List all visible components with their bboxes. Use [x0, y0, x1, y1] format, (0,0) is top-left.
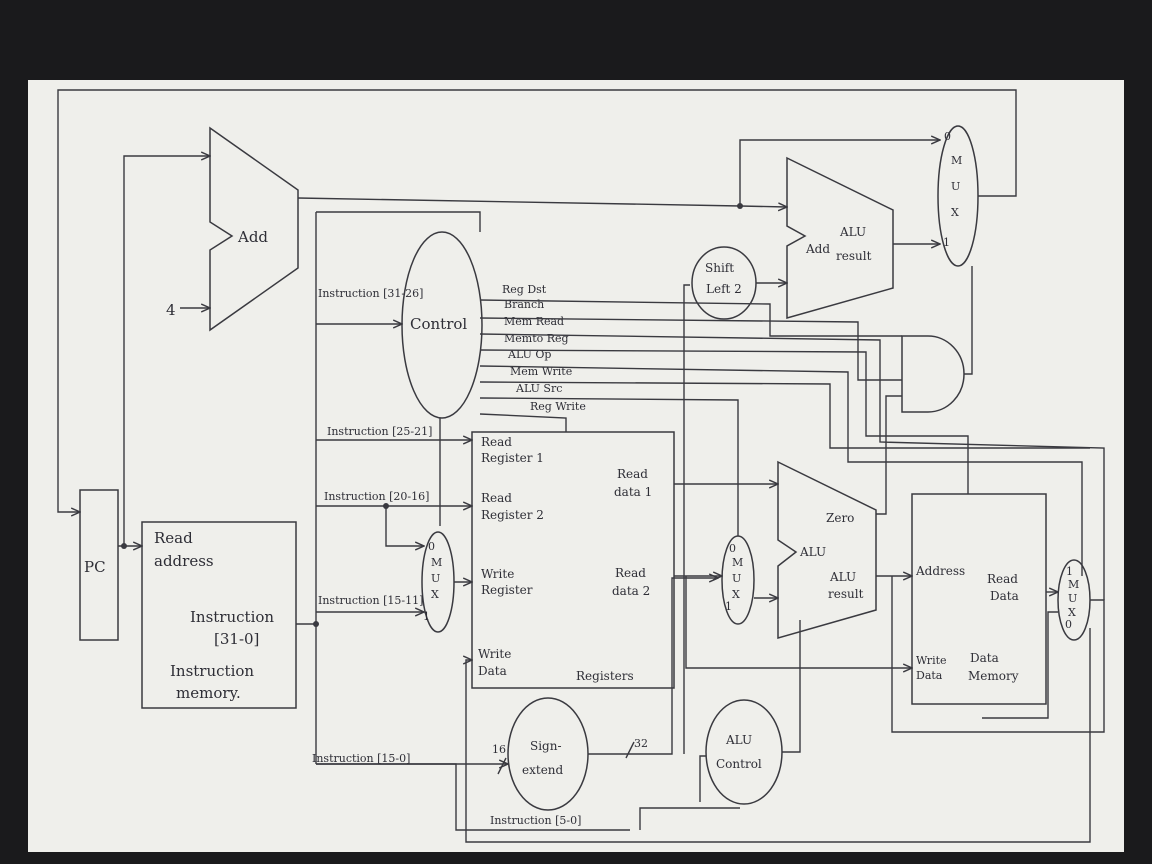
shift-left-label-1: Shift [705, 261, 734, 275]
im-name-1: Instruction [170, 662, 254, 680]
reg-read-register-2-b: Register 2 [481, 508, 544, 522]
label-instr-15-0: Instruction [15-0] [312, 752, 410, 765]
reg-read-register-2-a: Read [481, 491, 512, 505]
alusrc-mux-x: X [732, 588, 740, 601]
dm-name-1: Data [970, 651, 999, 665]
reg-write-data-b: Data [478, 664, 507, 678]
reg-write-register-b: Register [481, 583, 533, 597]
sig-alusrc: ALU Src [515, 382, 562, 395]
wires [58, 90, 1104, 842]
dm-name-2: Memory [968, 669, 1019, 683]
control-label: Control [410, 315, 467, 333]
reg-read-data-1-b: data 1 [614, 485, 652, 499]
sign-extend-label-1: Sign- [530, 739, 562, 753]
label-instr-5-0: Instruction [5-0] [490, 814, 581, 827]
pc-label: PC [84, 558, 106, 576]
label-instr-31-26: Instruction [31-26] [318, 287, 423, 300]
im-address-label: address [154, 552, 214, 570]
main-alu [778, 462, 876, 638]
branch-adder-alu-label: ALU [839, 225, 866, 239]
reg-write-register-a: Write [481, 567, 514, 581]
reg-read-data-2-a: Read [615, 566, 646, 580]
regdst-mux-m: M [431, 556, 442, 569]
sig-memread: Mem Read [504, 315, 564, 328]
registers-label: Registers [576, 669, 634, 683]
sign-extend-in-bits: 16 [492, 743, 506, 756]
dm-write-label-1: Write [916, 654, 947, 667]
reg-read-data-1-a: Read [617, 467, 648, 481]
reg-write-data-a: Write [478, 647, 511, 661]
sign-extend-out-bits: 32 [634, 737, 648, 750]
alusrc-mux-1: 1 [725, 600, 732, 613]
branch-mux-0: 0 [944, 130, 951, 143]
sig-regdst: Reg Dst [502, 283, 547, 296]
sign-extend-label-2: extend [522, 763, 564, 777]
dm-read-label-2: Data [990, 589, 1019, 603]
pc-adder-label: Add [237, 228, 268, 246]
reg-read-register-1-a: Read [481, 435, 512, 449]
main-alu-zero-label: Zero [826, 511, 854, 525]
memtoreg-mux-0: 0 [1065, 618, 1072, 631]
alusrc-mux-u: U [732, 572, 741, 585]
regdst-mux-1: 1 [423, 610, 430, 623]
main-alu-alu-label: ALU [799, 545, 826, 559]
alusrc-mux-0: 0 [729, 542, 736, 555]
im-name-2: memory. [176, 684, 241, 702]
branch-mux-u: U [951, 180, 960, 193]
label-instr-25-21: Instruction [25-21] [327, 425, 432, 438]
reg-read-register-1-b: Register 1 [481, 451, 544, 465]
reg-read-data-2-b: data 2 [612, 584, 650, 598]
label-instr-20-16: Instruction [20-16] [324, 490, 429, 503]
im-read-address-label: Read [154, 529, 193, 547]
memtoreg-mux-m: M [1068, 578, 1079, 591]
alu-control-label-2: Control [716, 757, 762, 771]
dm-read-label-1: Read [987, 572, 1018, 586]
label-instr-15-11: Instruction [15-11] [318, 594, 423, 607]
constant-four: 4 [166, 301, 176, 319]
dm-address-label: Address [915, 564, 965, 578]
alusrc-mux-m: M [732, 556, 743, 569]
branch-adder-add-label: Add [805, 242, 830, 256]
regdst-mux-u: U [431, 572, 440, 585]
branch-mux-m: M [951, 154, 962, 167]
regdst-mux-x: X [431, 588, 439, 601]
memtoreg-mux-u: U [1068, 592, 1077, 605]
regdst-mux-0: 0 [428, 540, 435, 553]
main-alu-result-label-2: result [828, 587, 864, 601]
branch-and-gate [902, 336, 964, 412]
alu-control-unit [706, 700, 782, 804]
sig-regwrite: Reg Write [530, 400, 586, 413]
branch-mux-x: X [951, 206, 959, 219]
alu-control-label-1: ALU [725, 733, 752, 747]
im-instruction-range: [31-0] [214, 630, 259, 648]
dm-write-label-2: Data [916, 669, 943, 682]
memtoreg-mux-1: 1 [1066, 565, 1073, 578]
shift-left-label-2: Left 2 [706, 282, 742, 296]
im-instruction-label: Instruction [190, 608, 274, 626]
main-alu-result-label-1: ALU [829, 570, 856, 584]
branch-adder-result-label: result [836, 249, 872, 263]
sign-extend-unit [508, 698, 588, 810]
branch-mux-1: 1 [943, 236, 950, 249]
